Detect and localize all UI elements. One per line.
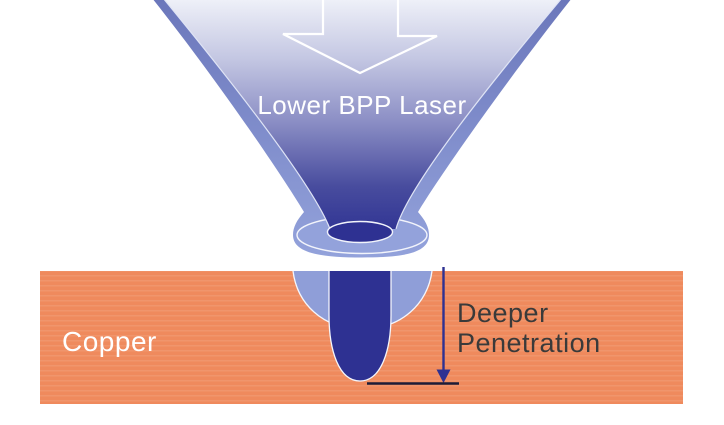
down-arrow-icon <box>282 0 438 75</box>
depth-arrowhead-icon <box>436 369 451 383</box>
annotation-line1: Deeper <box>457 298 549 328</box>
keyhole <box>329 271 391 381</box>
annotation-line2: Penetration <box>457 328 601 358</box>
cone-inner-edge-left <box>163 0 331 230</box>
laser-beam-cone <box>164 0 561 229</box>
copper-label: Copper <box>62 326 157 357</box>
beam-aperture <box>327 221 393 243</box>
cone-inner-edge-right <box>395 0 562 230</box>
keyhole-outline <box>328 271 392 382</box>
laser-label: Lower BPP Laser <box>257 90 466 120</box>
beam-aperture-rim-line <box>326 220 394 244</box>
